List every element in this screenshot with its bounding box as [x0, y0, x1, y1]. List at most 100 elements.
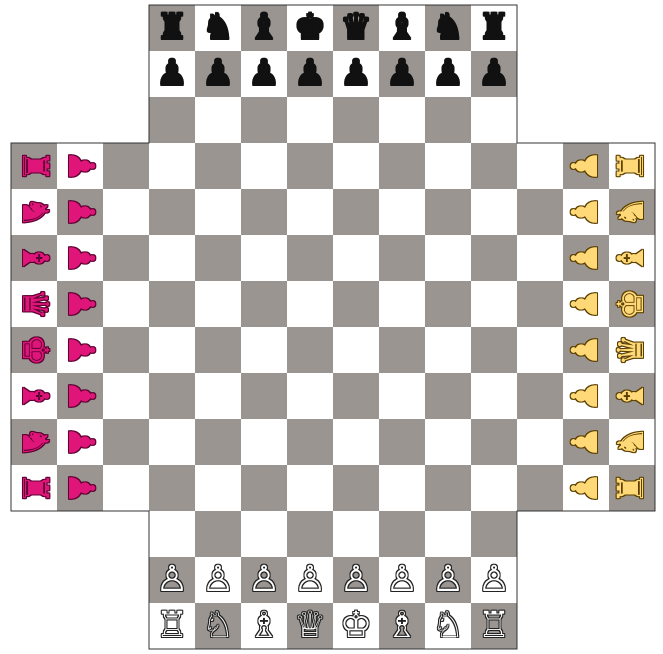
board-square[interactable]: ♞: [11, 189, 57, 235]
board-square[interactable]: [333, 143, 379, 189]
board-square[interactable]: [287, 281, 333, 327]
board-square[interactable]: ♜: [609, 465, 655, 511]
board-square[interactable]: [471, 235, 517, 281]
board-square[interactable]: ♔: [333, 603, 379, 649]
board-square[interactable]: [287, 235, 333, 281]
board-square[interactable]: [149, 327, 195, 373]
board-square[interactable]: ♛: [609, 327, 655, 373]
red-queen-piece[interactable]: ♛: [11, 281, 57, 327]
red-bishop-piece[interactable]: ♝: [11, 373, 57, 419]
board-square[interactable]: [103, 465, 149, 511]
board-square[interactable]: ♝: [609, 235, 655, 281]
board-square[interactable]: ♟: [57, 281, 103, 327]
white-pawn-piece[interactable]: ♙: [149, 557, 195, 603]
white-pawn-piece[interactable]: ♙: [425, 557, 471, 603]
board-square[interactable]: [287, 327, 333, 373]
board-square[interactable]: ♟: [241, 51, 287, 97]
board-square[interactable]: ♞: [425, 5, 471, 51]
board-square[interactable]: [241, 511, 287, 557]
board-square[interactable]: ♚: [11, 327, 57, 373]
red-pawn-piece[interactable]: ♟: [57, 465, 103, 511]
board-square[interactable]: [195, 281, 241, 327]
board-square[interactable]: [287, 373, 333, 419]
board-square[interactable]: [195, 373, 241, 419]
board-square[interactable]: ♛: [333, 5, 379, 51]
board-square[interactable]: [379, 281, 425, 327]
board-square[interactable]: ♟: [563, 465, 609, 511]
board-square[interactable]: ♘: [425, 603, 471, 649]
board-square[interactable]: [471, 189, 517, 235]
board-square[interactable]: ♟: [563, 143, 609, 189]
black-pawn-piece[interactable]: ♟: [471, 51, 517, 97]
board-square[interactable]: [471, 511, 517, 557]
board-square[interactable]: [425, 235, 471, 281]
board-square[interactable]: [103, 189, 149, 235]
board-square[interactable]: [149, 189, 195, 235]
board-square[interactable]: ♜: [609, 143, 655, 189]
board-square[interactable]: [379, 235, 425, 281]
board-square[interactable]: [149, 235, 195, 281]
black-pawn-piece[interactable]: ♟: [379, 51, 425, 97]
board-square[interactable]: [333, 511, 379, 557]
board-square[interactable]: [471, 465, 517, 511]
board-square[interactable]: ♜: [11, 465, 57, 511]
board-square[interactable]: [103, 281, 149, 327]
board-square[interactable]: ♙: [425, 557, 471, 603]
board-square[interactable]: ♝: [241, 5, 287, 51]
board-square[interactable]: ♜: [11, 143, 57, 189]
board-square[interactable]: ♟: [57, 189, 103, 235]
board-square[interactable]: ♟: [57, 419, 103, 465]
board-square[interactable]: [149, 419, 195, 465]
black-pawn-piece[interactable]: ♟: [333, 51, 379, 97]
yellow-knight-piece[interactable]: ♞: [609, 419, 655, 465]
board-square[interactable]: [379, 511, 425, 557]
board-square[interactable]: ♟: [379, 51, 425, 97]
board-square[interactable]: ♟: [563, 419, 609, 465]
yellow-pawn-piece[interactable]: ♟: [563, 373, 609, 419]
black-king-piece[interactable]: ♚: [287, 5, 333, 51]
yellow-pawn-piece[interactable]: ♟: [563, 327, 609, 373]
black-rook-piece[interactable]: ♜: [149, 5, 195, 51]
board-square[interactable]: [149, 373, 195, 419]
white-pawn-piece[interactable]: ♙: [471, 557, 517, 603]
yellow-pawn-piece[interactable]: ♟: [563, 189, 609, 235]
white-pawn-piece[interactable]: ♙: [195, 557, 241, 603]
white-pawn-piece[interactable]: ♙: [333, 557, 379, 603]
board-square[interactable]: ♟: [57, 235, 103, 281]
board-square[interactable]: ♟: [563, 327, 609, 373]
board-square[interactable]: [149, 97, 195, 143]
board-square[interactable]: [425, 281, 471, 327]
board-square[interactable]: ♟: [57, 143, 103, 189]
white-king-piece[interactable]: ♔: [333, 603, 379, 649]
board-square[interactable]: [333, 327, 379, 373]
red-knight-piece[interactable]: ♞: [11, 189, 57, 235]
board-square[interactable]: [517, 189, 563, 235]
board-square[interactable]: [425, 97, 471, 143]
board-square[interactable]: [517, 143, 563, 189]
board-square[interactable]: ♖: [471, 603, 517, 649]
board-square[interactable]: ♟: [149, 51, 195, 97]
white-rook-piece[interactable]: ♖: [149, 603, 195, 649]
board-square[interactable]: [471, 327, 517, 373]
board-square[interactable]: ♟: [563, 189, 609, 235]
board-square[interactable]: [149, 143, 195, 189]
board-square[interactable]: ♞: [195, 5, 241, 51]
board-square[interactable]: [103, 327, 149, 373]
board-square[interactable]: ♙: [333, 557, 379, 603]
board-square[interactable]: ♟: [195, 51, 241, 97]
board-square[interactable]: ♕: [287, 603, 333, 649]
board-square[interactable]: [471, 281, 517, 327]
white-bishop-piece[interactable]: ♗: [379, 603, 425, 649]
yellow-pawn-piece[interactable]: ♟: [563, 143, 609, 189]
board-square[interactable]: [241, 235, 287, 281]
red-pawn-piece[interactable]: ♟: [57, 143, 103, 189]
board-square[interactable]: [333, 465, 379, 511]
board-square[interactable]: ♚: [287, 5, 333, 51]
board-square[interactable]: [333, 235, 379, 281]
board-square[interactable]: ♝: [379, 5, 425, 51]
yellow-queen-piece[interactable]: ♛: [609, 327, 655, 373]
board-square[interactable]: [195, 511, 241, 557]
yellow-pawn-piece[interactable]: ♟: [563, 281, 609, 327]
board-square[interactable]: [379, 143, 425, 189]
board-square[interactable]: [471, 143, 517, 189]
